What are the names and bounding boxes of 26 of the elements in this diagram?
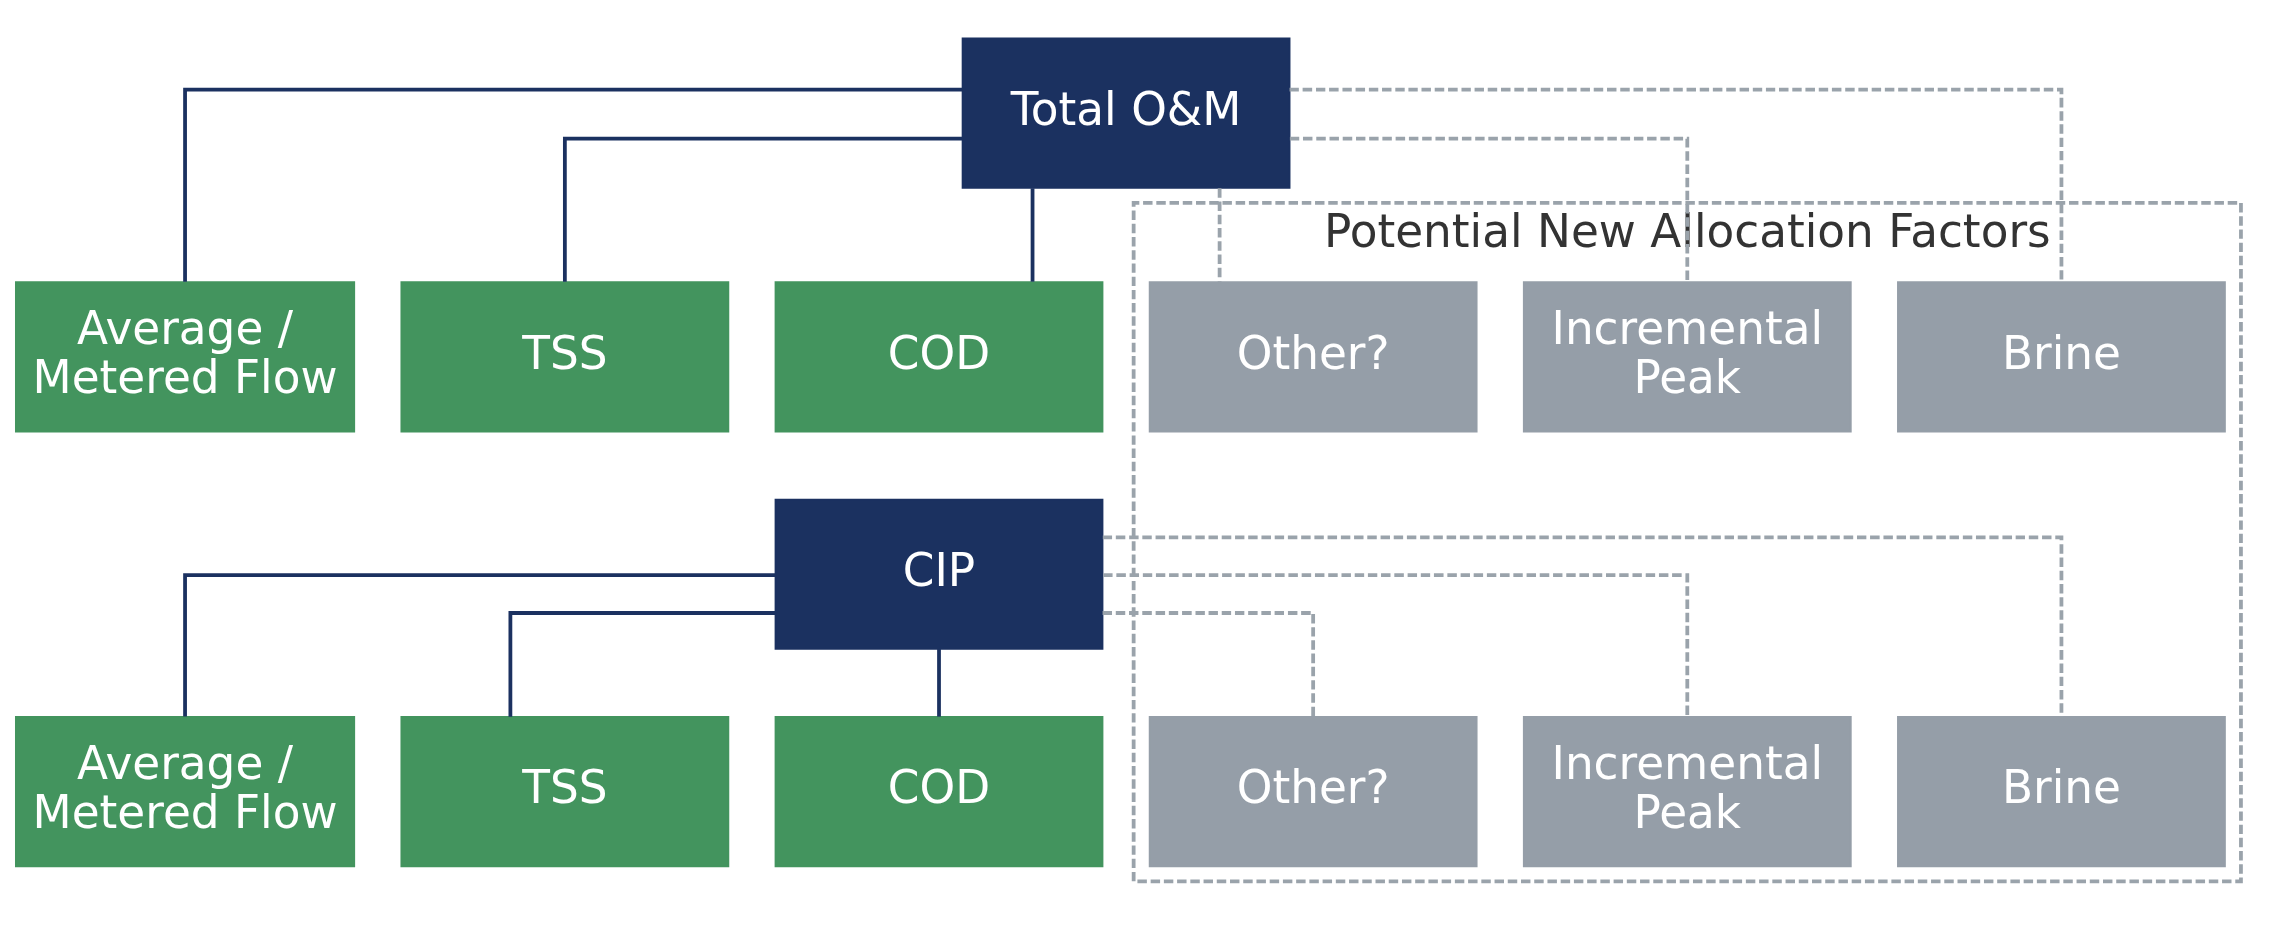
node-box: Average / Metered Flow: [15, 281, 356, 433]
connector: [1217, 188, 1222, 282]
connector: [508, 611, 776, 717]
connector: [1030, 188, 1035, 282]
node-box: TSS: [400, 716, 730, 868]
connector: [563, 136, 963, 282]
connector: [1289, 87, 2064, 282]
node-box: Other?: [1148, 281, 1478, 433]
connector: [1102, 611, 1316, 717]
node-box: TSS: [400, 281, 730, 433]
connector: [1102, 535, 2064, 717]
node-box: Other?: [1148, 716, 1478, 868]
connector: [937, 649, 941, 717]
node-box: COD: [774, 716, 1104, 868]
node-box: Brine: [1897, 716, 2226, 868]
node-box: CIP: [774, 498, 1104, 650]
connector: [1103, 573, 1690, 717]
connector: [1289, 136, 1690, 282]
node-box: Total O&M: [961, 37, 1291, 189]
connector: [183, 87, 963, 282]
node-box: Average / Metered Flow: [15, 716, 356, 868]
node-box: Incremental Peak: [1522, 716, 1852, 868]
node-box: Brine: [1897, 281, 2226, 433]
connector: [183, 573, 776, 717]
node-box: COD: [774, 281, 1104, 433]
node-box: Incremental Peak: [1522, 281, 1852, 433]
